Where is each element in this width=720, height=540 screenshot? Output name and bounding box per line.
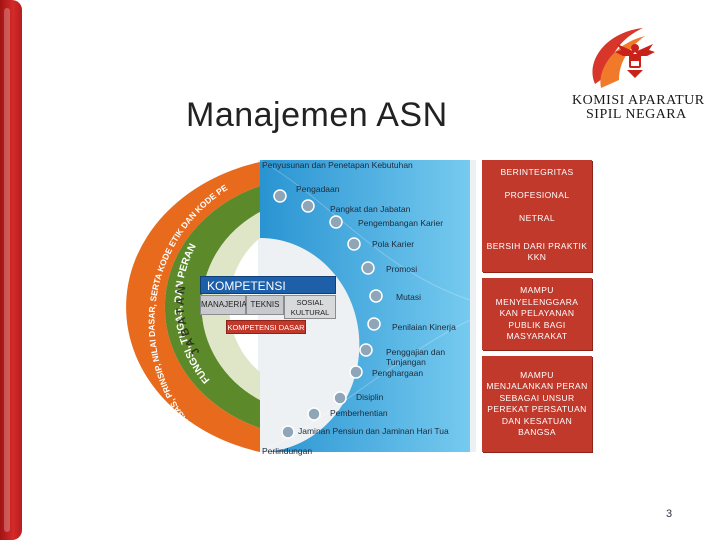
stage-label: Penilaian Kinerja (392, 322, 456, 332)
value-box: BERINTEGRITAS (482, 160, 592, 186)
stage-label: Penyusunan dan Penetapan Kebutuhan (262, 160, 413, 170)
value-box: MAMPU MENYELENGGARA KAN PELAYANAN PUBLIK… (482, 278, 592, 350)
value-box: BERSIH DARI PRAKTIK KKN (482, 232, 592, 272)
stage-label: Mutasi (396, 292, 422, 302)
stage-label: Disiplin (356, 392, 384, 402)
stage-label: Promosi (386, 264, 418, 274)
kompetensi-jabatan-box: KOMPETENSI JABATAN MANAJERIAL TEKNIS SOS… (200, 276, 336, 326)
page-number: 3 (666, 508, 673, 520)
left-accent-bar (0, 0, 22, 540)
stage-label: Penggajian dan Tunjangan (386, 347, 446, 367)
value-box: MAMPU MENJALANKAN PERAN SEBAGAI UNSUR PE… (482, 356, 592, 452)
stage-node (369, 289, 383, 303)
kompetensi-dasar-box: KOMPETENSI DASAR (226, 320, 306, 334)
stage-node (361, 261, 375, 275)
stage-node (333, 391, 347, 405)
stage-label: Jaminan Pensiun dan Jaminan Hari Tua (298, 426, 449, 436)
stage-node (307, 407, 321, 421)
logo (565, 22, 705, 132)
inner-ring (201, 212, 260, 400)
logo-line-2: SIPIL NEGARA (586, 107, 687, 122)
kompetensi-sosial-kultural: SOSIAL KULTURAL (284, 295, 336, 319)
logo-wordmark: KOMISI APARATUR SIPIL NEGARA (572, 94, 712, 122)
stage-label: Pola Karier (372, 239, 415, 249)
kompetensi-manajerial: MANAJERIAL (200, 295, 251, 315)
stage-label: Pengadaan (296, 184, 340, 194)
stage-node (281, 425, 295, 439)
stage-node (367, 317, 381, 331)
middle-ring (164, 186, 260, 428)
stage-node (329, 215, 343, 229)
stage-node (347, 237, 361, 251)
stage-node (301, 199, 315, 213)
blue-fan (260, 160, 470, 452)
kompetensi-jabatan-header: KOMPETENSI JABATAN (200, 276, 336, 311)
stage-label: Pangkat dan Jabatan (330, 204, 411, 214)
outer-ring (126, 162, 260, 452)
stage-node (349, 365, 363, 379)
kompetensi-teknis: TEKNIS (246, 295, 284, 315)
stage-label: Pemberhentian (330, 408, 388, 418)
logo-line-1: KOMISI APARATUR (572, 93, 705, 108)
stage-label: Penghargaan (372, 368, 424, 378)
stage-label: Pengembangan Karier (358, 218, 444, 228)
page-title: Manajemen ASN (186, 96, 448, 134)
garuda-emblem-icon (592, 28, 655, 88)
value-box: NETRAL (482, 206, 592, 232)
stage-label: Perlindungan (262, 446, 313, 456)
stage-node (359, 343, 373, 357)
stage-node (273, 189, 287, 203)
value-box: PROFESIONAL (482, 183, 592, 209)
